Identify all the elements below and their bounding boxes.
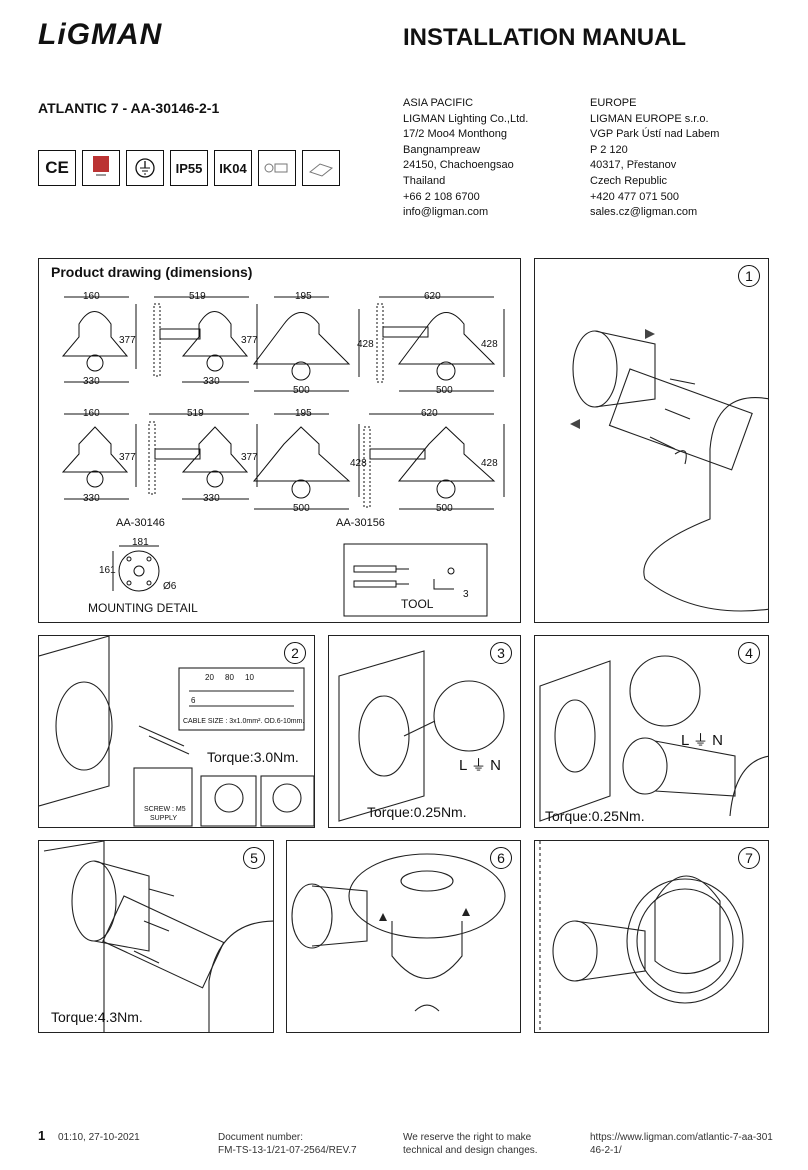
step-number: 6 (490, 847, 512, 869)
model-a-label: AA-30146 (116, 517, 165, 529)
page-title: INSTALLATION MANUAL (403, 24, 687, 51)
step-2-illustration (39, 636, 314, 827)
europe-address: EUROPE LIGMAN EUROPE s.r.o. VGP Park Úst… (590, 97, 720, 219)
tool-size: 3 (463, 589, 469, 600)
step-6-illustration (291, 853, 506, 1012)
product-drawing-panel: Product drawing (dimensions) (38, 258, 521, 623)
earth-ground-icon (126, 150, 164, 186)
step-number: 2 (284, 642, 306, 664)
dim-label: 377 (241, 452, 258, 463)
step-1-panel: 1 (534, 258, 769, 623)
torque-label: Torque:4.3Nm. (51, 1009, 143, 1025)
dim-label: 428 (350, 458, 367, 469)
dim-label: 500 (293, 385, 310, 396)
step-1-illustration (570, 329, 768, 612)
asia-address: ASIA PACIFIC LIGMAN Lighting Co.,Ltd. 17… (403, 97, 529, 219)
dimension-drawings (61, 296, 505, 617)
dim-label: 428 (481, 339, 498, 350)
dim-label: 195 (295, 291, 312, 302)
lne-label: L ⏚ N (459, 757, 501, 774)
luminaire-icon (302, 150, 340, 186)
dim-label: 500 (436, 385, 453, 396)
quality-mark-icon (82, 150, 120, 186)
step-7-illustration (539, 841, 744, 1032)
dim-label: 330 (203, 493, 220, 504)
ce-mark-icon: CE (38, 150, 76, 186)
torque-label: Torque:0.25Nm. (545, 808, 645, 824)
lne-label: L ⏚ N (681, 732, 723, 749)
dim-label: 500 (436, 503, 453, 514)
step-2-panel: 2 20 80 10 6 CABLE SIZE : 3x1.0mm². OD.6… (38, 635, 315, 828)
dim-label: 330 (83, 493, 100, 504)
footer-url[interactable]: https://www.ligman.com/atlantic-7-aa-301… (590, 1132, 773, 1156)
mounting-detail-label: MOUNTING DETAIL (88, 601, 198, 615)
footer-date: 01:10, 27-10-2021 (58, 1132, 140, 1143)
model-b-label: AA-30156 (336, 517, 385, 529)
step-7-panel: 7 (534, 840, 769, 1033)
torque-label: Torque:3.0Nm. (207, 749, 299, 765)
dim-label: 519 (189, 291, 206, 302)
dim-label: 519 (187, 408, 204, 419)
mount-hole: Ø6 (163, 581, 177, 592)
step-number: 1 (738, 265, 760, 287)
dim-label: 620 (424, 291, 441, 302)
ip-rating-icon: IP55 (170, 150, 208, 186)
dim-label: 428 (481, 458, 498, 469)
cable-dim: 6 (191, 696, 196, 705)
step-5-panel: 5 Torque:4.3Nm. (38, 840, 274, 1033)
dim-label: 500 (293, 503, 310, 514)
dim-label: 160 (83, 408, 100, 419)
ik-rating-icon: IK04 (214, 150, 252, 186)
dim-label: 160 (83, 291, 100, 302)
model-name: ATLANTIC 7 - AA-30146-2-1 (38, 100, 220, 116)
step-number: 5 (243, 847, 265, 869)
step-number: 7 (738, 847, 760, 869)
mount-height: 161 (99, 565, 116, 576)
wall-mount-icon (258, 150, 296, 186)
brand-logo: LiGMAN (38, 18, 163, 51)
dim-label: 330 (83, 376, 100, 387)
step-3-panel: 3 L ⏚ N Torque:0.25Nm. (328, 635, 521, 828)
drawing-title: Product drawing (dimensions) (51, 264, 253, 280)
step-6-panel: 6 (286, 840, 521, 1033)
footer-doc-number: Document number: FM-TS-13-1/21-07-2564/R… (218, 1132, 357, 1156)
screw-label: SCREW : M5 (144, 806, 186, 813)
dim-label: 428 (357, 339, 374, 350)
dim-label: 377 (241, 335, 258, 346)
step-5-illustration (43, 841, 273, 1032)
step-number: 4 (738, 642, 760, 664)
step-4-panel: 4 L ⏚ N Torque:0.25Nm. (534, 635, 769, 828)
cable-dim: 80 (225, 673, 234, 682)
page-number: 1 (38, 1128, 46, 1143)
certification-icons: CE IP55 IK04 (38, 150, 340, 186)
torque-label: Torque:0.25Nm. (367, 804, 467, 820)
footer-disclaimer: We reserve the right to make technical a… (403, 1132, 538, 1156)
tool-label: TOOL (401, 597, 434, 611)
cable-dim: 20 (205, 673, 214, 682)
dim-label: 377 (119, 452, 136, 463)
step-number: 3 (490, 642, 512, 664)
cable-size-label: CABLE SIZE : 3x1.0mm². OD.6-10mm. (183, 718, 305, 725)
mount-width: 181 (132, 537, 149, 548)
supply-label: SUPPLY (150, 815, 178, 822)
dim-label: 620 (421, 408, 438, 419)
dim-label: 377 (119, 335, 136, 346)
step-3-illustration (338, 650, 505, 822)
cable-dim: 10 (245, 673, 254, 682)
dim-label: 195 (295, 408, 312, 419)
dim-label: 330 (203, 376, 220, 387)
step-4-illustration (539, 655, 768, 822)
